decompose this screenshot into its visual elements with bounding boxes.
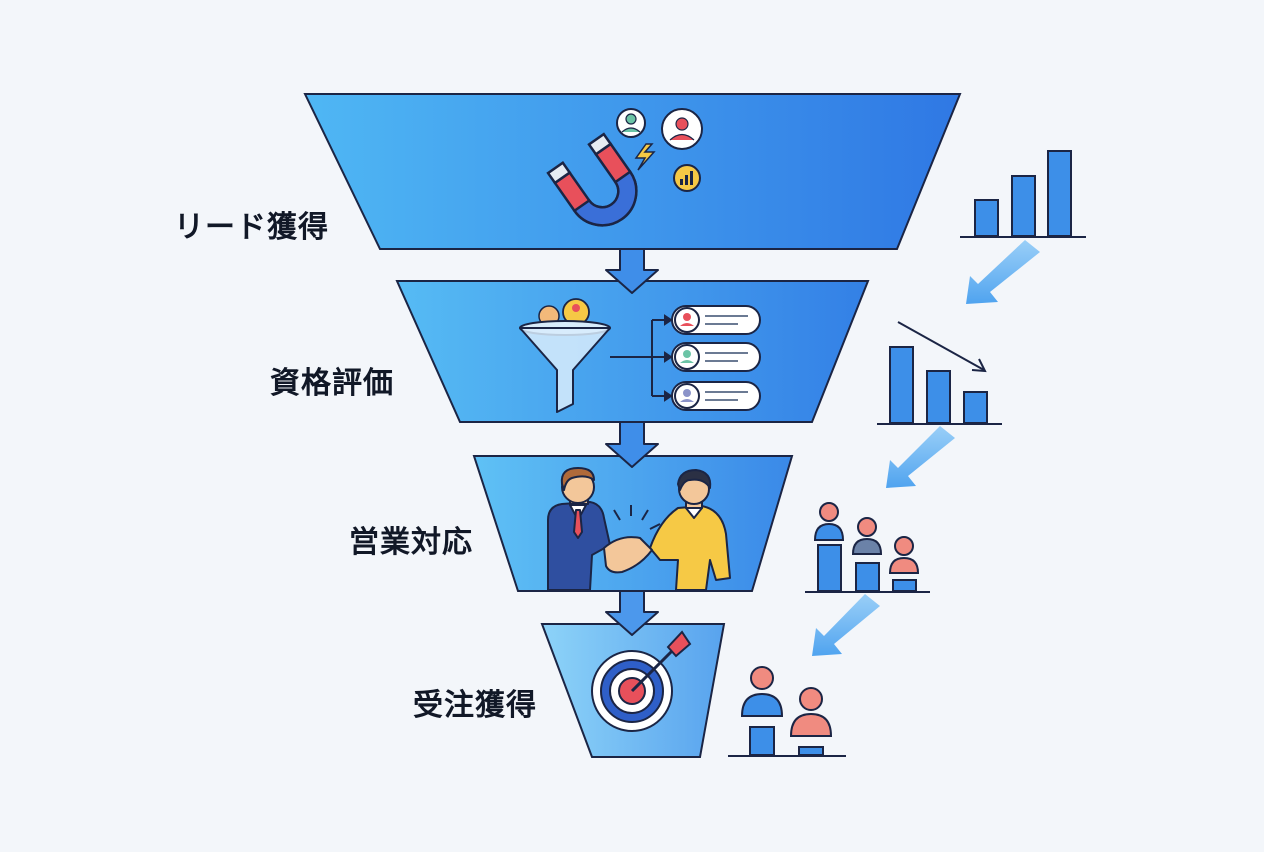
stage-label-sales-engagement: 営業対応 xyxy=(349,525,473,560)
arrow-down-icon xyxy=(605,590,659,636)
list-item xyxy=(671,381,761,411)
lightning-icon xyxy=(634,143,656,171)
handshake-icon xyxy=(547,467,731,591)
list-item xyxy=(671,342,761,372)
diagonal-arrow-icon xyxy=(812,594,880,656)
bar-chart-decreasing-icon xyxy=(877,321,1002,425)
stage-label-order-won: 受注獲得 xyxy=(413,688,537,723)
chart-badge-icon xyxy=(673,164,701,192)
people-bars-icon xyxy=(805,502,930,593)
filter-funnel-icon xyxy=(519,298,611,413)
diagonal-arrow-icon xyxy=(886,426,955,488)
target-icon xyxy=(591,630,692,732)
magnet-icon xyxy=(546,132,638,227)
stage-label-qualification: 資格評価 xyxy=(270,366,394,401)
list-item xyxy=(671,305,761,335)
arrow-down-icon xyxy=(605,421,659,468)
stage-2-trapezoid xyxy=(395,280,870,423)
stage-3-trapezoid xyxy=(472,455,794,592)
two-people-icon xyxy=(728,666,846,757)
arrow-down-icon xyxy=(605,248,659,294)
diagonal-arrow-icon xyxy=(966,240,1040,304)
person-avatar-icon xyxy=(661,108,703,150)
person-avatar-icon xyxy=(616,108,646,138)
stage-1-trapezoid xyxy=(303,93,962,250)
bar-chart-increasing-icon xyxy=(960,150,1086,238)
stage-label-lead-acquisition: リード獲得 xyxy=(174,210,329,245)
branch-lines xyxy=(610,314,673,402)
